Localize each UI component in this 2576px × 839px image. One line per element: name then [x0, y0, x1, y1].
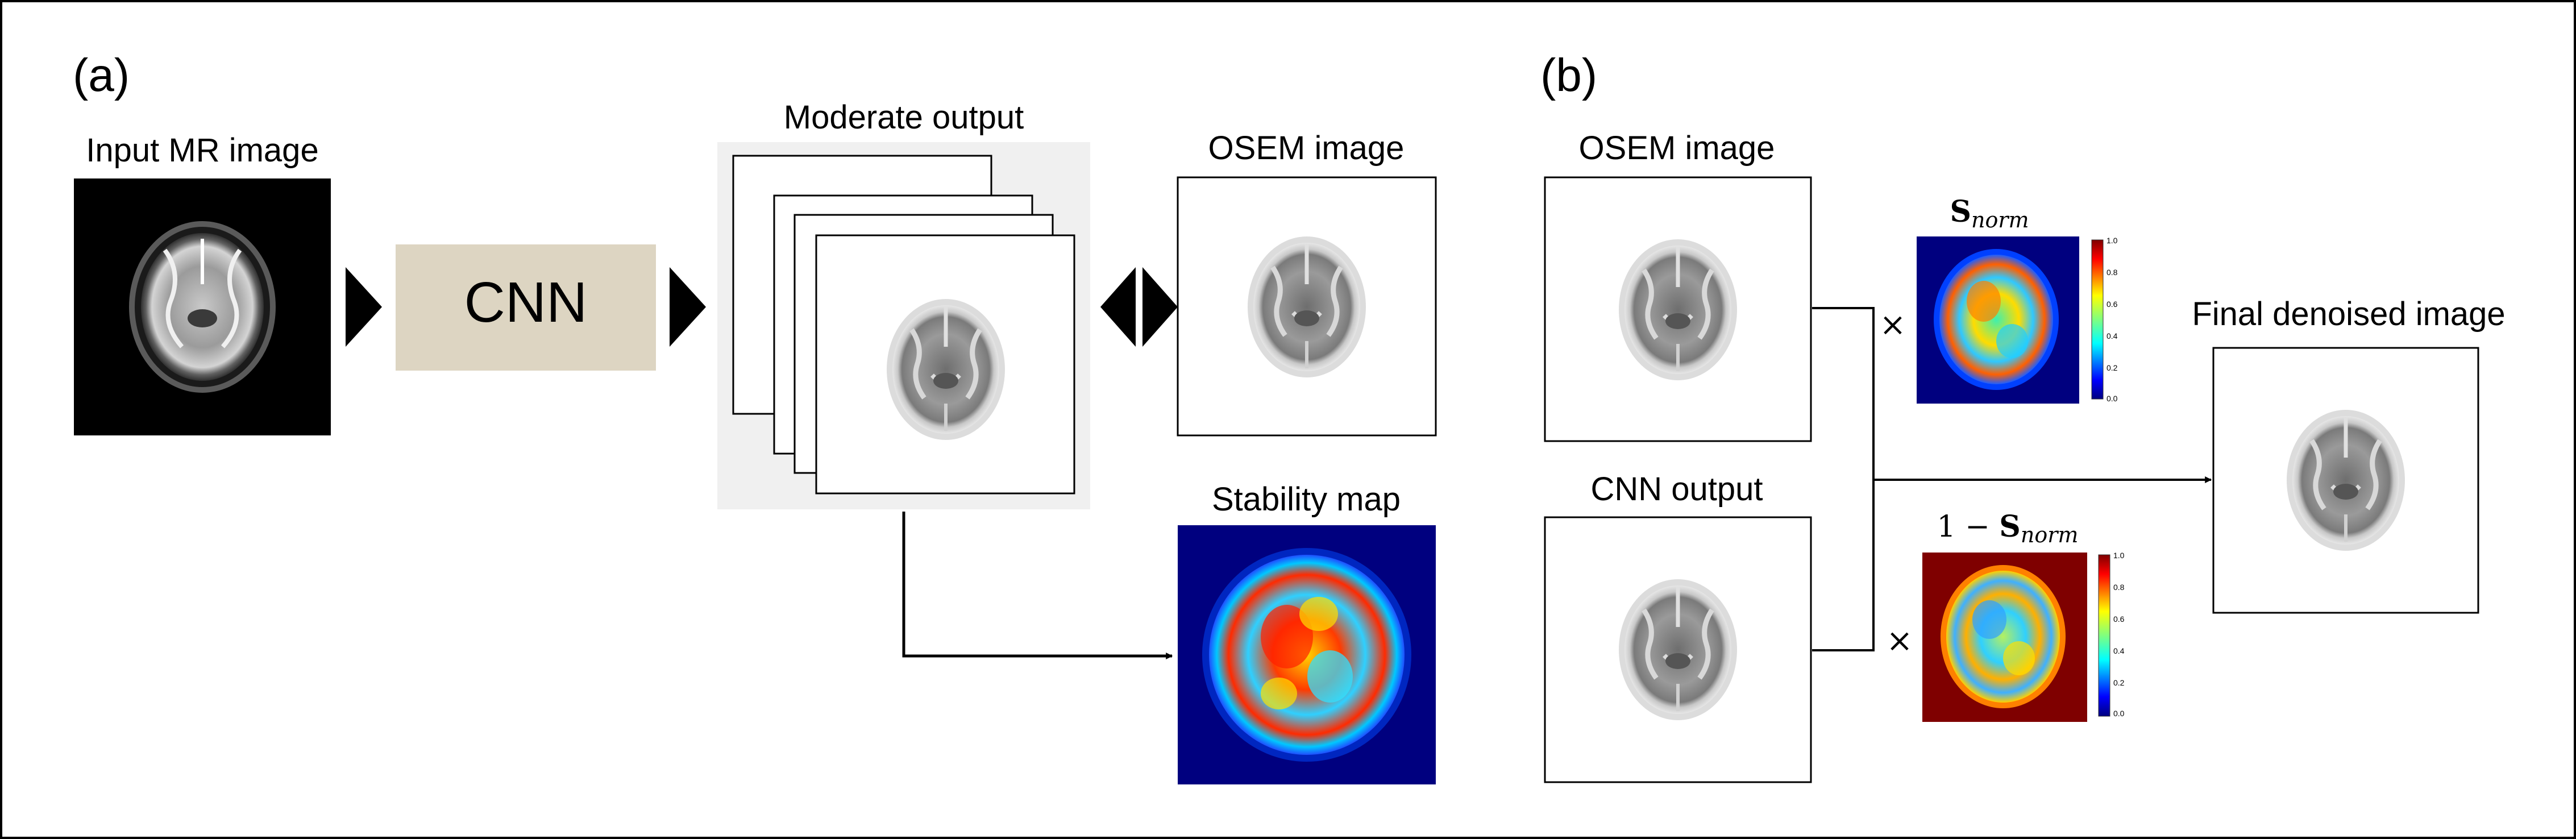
multiply-symbol-bottom: ×: [1887, 622, 1913, 659]
one-minus: 1 −: [1937, 510, 2000, 544]
osem-a-label: OSEM image: [1208, 130, 1405, 167]
final-denoised-label: Final denoised image: [2192, 296, 2505, 333]
cnn-box: [396, 244, 656, 371]
cnn-label: CNN: [464, 271, 588, 334]
one-minus-snorm-label: 1 − Snorm: [1937, 509, 2079, 547]
colorbar-tick: 0.0: [2113, 709, 2125, 718]
colorbar-tick: 0.6: [2113, 614, 2125, 624]
input-mr-label: Input MR image: [86, 132, 318, 169]
colorbar-tick: 1.0: [2106, 236, 2118, 245]
moderate-output-label: Moderate output: [784, 99, 1024, 136]
colorbar-tick: 0.2: [2106, 363, 2118, 372]
colorbar-tick: 0.4: [2113, 646, 2125, 655]
one-minus-colorbar: 1.0 0.8 0.6 0.4 0.2 0.0: [2098, 551, 2125, 718]
arrowhead-left-icon: [1100, 267, 1136, 347]
arrow-to-stability-map: [902, 512, 1173, 659]
snorm-colorbar: 1.0 0.8 0.6 0.4 0.2 0.0: [2091, 236, 2118, 403]
colorbar-tick: 0.8: [2106, 268, 2118, 277]
colorbar-tick: 0.0: [2106, 394, 2118, 403]
multiply-symbol-top: ×: [1880, 306, 1906, 343]
brain-scan-image: [1248, 236, 1366, 377]
brain-scan-image: [1619, 239, 1737, 380]
osem-b-label: OSEM image: [1579, 130, 1775, 167]
cnn-output-image: [1544, 516, 1812, 783]
colorbar-tick: 0.2: [2113, 678, 2125, 687]
arrowhead-icon: [346, 267, 382, 347]
cnn-output-label: CNN output: [1590, 471, 1763, 508]
arrowhead-right-icon: [1142, 267, 1178, 347]
final-denoised-image: [2212, 347, 2479, 614]
arrowhead-icon: [670, 267, 706, 347]
osem-image-a: [1177, 176, 1437, 437]
stability-map-image: [1178, 525, 1436, 784]
snorm-bold: S: [1950, 194, 1971, 229]
panel-a-letter: (a): [73, 49, 130, 101]
merge-connector: [1812, 307, 1875, 651]
snorm-sub: norm: [1971, 207, 2029, 232]
snorm-bold: S: [1999, 509, 2021, 544]
colorbar-tick: 0.6: [2106, 300, 2118, 309]
input-mr-image: [74, 178, 331, 435]
snorm-sub: norm: [2021, 522, 2079, 547]
snorm-map: [1917, 236, 2079, 404]
colorbar-tick: 0.4: [2106, 331, 2118, 340]
one-minus-snorm-map: [1922, 553, 2087, 722]
colorbar-tick: 1.0: [2113, 551, 2125, 560]
colorbar-tick: 0.8: [2113, 583, 2125, 592]
brain-scan-image: [887, 299, 1005, 440]
brain-scan-image: [2287, 410, 2405, 551]
snorm-label: Snorm: [1950, 194, 2029, 232]
moderate-output-stack: [732, 155, 1075, 495]
brain-scan-image: [1619, 579, 1737, 720]
stability-map-label: Stability map: [1212, 481, 1401, 518]
osem-image-b: [1544, 176, 1812, 442]
panel-b-letter: (b): [1540, 49, 1597, 101]
